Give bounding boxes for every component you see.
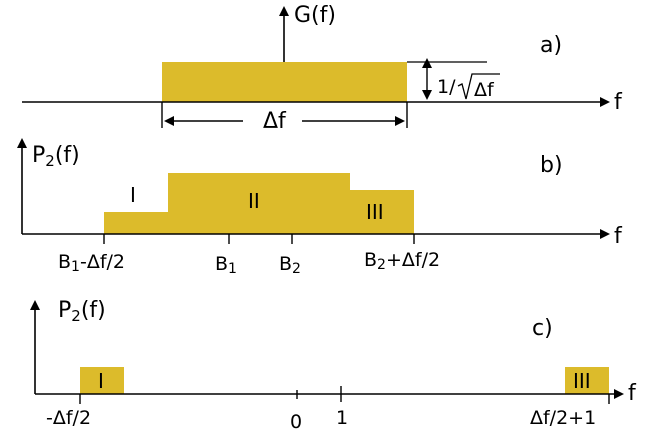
panel-a-label: a) (540, 33, 562, 58)
panel-b-func-label: P2(f) (32, 143, 80, 170)
panel-c-axis-label: f (628, 381, 637, 406)
panel-a-height-label-num: 1/ (437, 76, 456, 98)
panel-c-region-i-label: I (98, 369, 104, 393)
panel-c-func-label: P2(f) (58, 298, 106, 325)
panel-b-label: b) (540, 153, 563, 178)
panel-b-tick-label-1: B1-Δf/2 (58, 251, 125, 275)
panel-b: I II III P2(f) b) f B1-Δf/2 B1 B2 B2+Δf/… (17, 138, 623, 277)
panel-c-tick-label-3: 1 (336, 407, 348, 429)
panel-c-tick-label-1: -Δf/2 (46, 407, 91, 429)
panel-a-height-label-den: Δf (474, 79, 495, 101)
panel-b-region-i-label: I (130, 183, 136, 207)
panel-b-tick-label-2: B1 (215, 253, 237, 277)
panel-c-tick-label-2: 0 (290, 411, 302, 433)
panel-a: G(f) a) f Δf 1/ Δf (22, 3, 623, 134)
panel-c-tick-label-4: Δf/2+1 (530, 407, 596, 429)
panel-a-axis-label: f (614, 90, 623, 115)
panel-a-pulse (162, 62, 407, 102)
panel-b-tick-label-4: B2+Δf/2 (364, 249, 440, 273)
panel-b-region-ii-label: II (248, 189, 260, 213)
panel-b-region-ii (168, 173, 350, 234)
panel-a-width-label: Δf (263, 109, 287, 134)
panel-b-region-iii-label: III (366, 200, 384, 224)
sqrt-icon (457, 73, 500, 100)
panel-b-tick-label-3: B2 (279, 253, 301, 277)
panel-b-axis-label: f (614, 224, 623, 249)
panel-c-region-iii (565, 367, 609, 394)
panel-a-func-label: G(f) (294, 3, 336, 28)
panel-c-region-iii-label: III (573, 369, 591, 393)
panel-c-region-i (80, 367, 124, 394)
panel-c-label: c) (532, 316, 553, 341)
panel-b-region-iii (350, 190, 414, 234)
panel-c: I III P2(f) c) f -Δf/2 0 1 Δf/2+1 (30, 298, 637, 433)
panel-b-region-i (104, 212, 168, 234)
